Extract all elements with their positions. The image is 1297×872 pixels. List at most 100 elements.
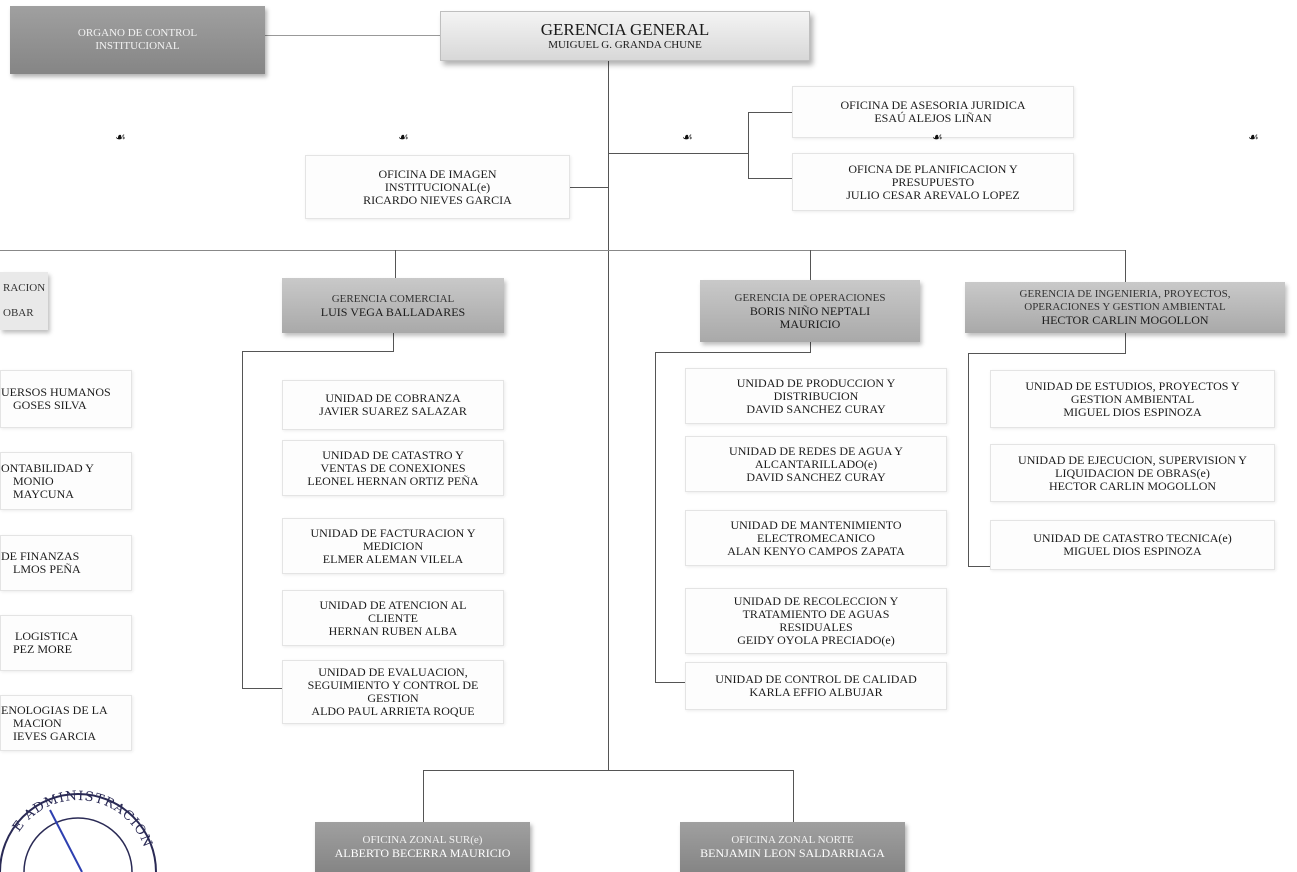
connector-line	[968, 353, 1126, 354]
box-title: GERENCIA GENERAL	[540, 20, 710, 39]
operaciones-unit: UNIDAD DE PRODUCCION Y DISTRIBUCION DAVI…	[685, 368, 947, 424]
imagen-institucional-box: OFICINA DE IMAGEN INSTITUCIONAL(e) RICAR…	[305, 155, 570, 219]
connector-line	[608, 153, 748, 154]
gerencia-operaciones-head: GERENCIA DE OPERACIONES BORIS NIÑO NEPTA…	[700, 280, 920, 342]
box-line: UNIDAD DE CATASTRO Y	[322, 447, 464, 462]
box-line: UNIDAD DE ESTUDIOS, PROYECTOS Y	[1025, 378, 1240, 393]
connector-line	[655, 352, 811, 353]
connector-line	[655, 682, 685, 683]
connector-line	[655, 352, 656, 682]
ink-mark-icon: ☙	[398, 130, 409, 144]
box-line: GEIDY OYOLA PRECIADO(e)	[737, 633, 895, 647]
box-line: UNIDAD DE COBRANZA	[325, 391, 461, 405]
gerencia-ingenieria-head: GERENCIA DE INGENIERIA, PROYECTOS, OPERA…	[965, 282, 1285, 333]
box-title: OFICINA ZONAL SUR(e)	[362, 834, 483, 846]
administracion-unit: DE FINANZAS LMOS PEÑA	[0, 535, 132, 591]
connector-line	[748, 112, 792, 113]
box-line: DE FINANZAS	[1, 549, 80, 563]
connector-line	[423, 770, 794, 771]
box-line: OBAR	[3, 307, 34, 319]
connector-line	[265, 35, 440, 36]
box-line: ALCANTARILLADO(e)	[754, 456, 878, 471]
comercial-unit: UNIDAD DE COBRANZA JAVIER SUAREZ SALAZAR	[282, 380, 504, 430]
comercial-unit: UNIDAD DE CATASTRO Y VENTAS DE CONEXIONE…	[282, 440, 504, 496]
box-line: INSTITUCIONAL(e)	[384, 179, 491, 194]
box-title: GERENCIA DE OPERACIONES	[734, 291, 886, 304]
connector-line	[793, 770, 794, 822]
box-line: UNIDAD DE CONTROL DE CALIDAD	[715, 672, 917, 686]
asesoria-juridica-box: OFICINA DE ASESORIA JURIDICA ESAÚ ALEJOS…	[792, 86, 1074, 138]
box-line: LMOS PEÑA	[13, 562, 81, 576]
box-line: JAVIER SUAREZ SALAZAR	[319, 404, 467, 418]
ingenieria-unit: UNIDAD DE EJECUCION, SUPERVISION Y LIQUI…	[990, 444, 1275, 502]
box-name: HECTOR CARLIN MOGOLLON	[1041, 313, 1209, 327]
connector-line	[393, 333, 394, 351]
box-line: INSTITUCIONAL	[95, 40, 180, 52]
connector-line	[748, 178, 792, 179]
box-line: RESIDUALES	[779, 620, 853, 634]
connector-line	[748, 112, 749, 178]
box-line: OFICINA DE IMAGEN	[378, 166, 497, 181]
box-line: MONIO	[13, 473, 54, 488]
box-name: MUIGUEL G. GRANDA CHUNE	[548, 39, 702, 51]
box-line: ORGANO DE CONTROL	[77, 27, 198, 39]
organo-control-box: ORGANO DE CONTROL INSTITUCIONAL	[10, 6, 265, 74]
connector-line	[1125, 333, 1126, 353]
administracion-unit: UERSOS HUMANOS GOSES SILVA	[0, 370, 132, 428]
administracion-unit: ENOLOGIAS DE LA MACION IEVES GARCIA	[0, 695, 132, 751]
box-line: LEONEL HERNAN ORTIZ PEÑA	[307, 473, 479, 488]
box-line: UNIDAD DE CATASTRO TECNICA(e)	[1033, 531, 1232, 545]
box-line: RICARDO NIEVES GARCIA	[363, 192, 512, 207]
box-line: UNIDAD DE FACTURACION Y	[310, 525, 476, 540]
box-line: MEDICION	[363, 538, 423, 553]
planificacion-box: OFICNA DE PLANIFICACION Y PRESUPUESTO JU…	[792, 153, 1074, 211]
stamp-text: E ADMINISTRACION	[10, 790, 154, 850]
box-line: GESTION AMBIENTAL	[1070, 391, 1195, 406]
gerencia-general-box: GERENCIA GENERAL MUIGUEL G. GRANDA CHUNE	[440, 11, 810, 61]
ingenieria-unit: UNIDAD DE ESTUDIOS, PROYECTOS Y GESTION …	[990, 370, 1275, 428]
box-line: HERNAN RUBEN ALBA	[328, 623, 458, 638]
box-line: IEVES GARCIA	[13, 728, 96, 743]
box-line: GESTION	[367, 691, 419, 705]
connector-line	[570, 187, 608, 188]
box-name: MAURICIO	[779, 316, 841, 331]
connector-line	[1125, 250, 1126, 282]
connector-line	[810, 250, 811, 280]
box-line: UNIDAD DE ATENCION AL	[319, 597, 467, 612]
box-line: ENOLOGIAS DE LA	[1, 702, 108, 717]
operaciones-unit: UNIDAD DE REDES DE AGUA Y ALCANTARILLADO…	[685, 436, 947, 492]
box-line: OFICINA DE ASESORIA JURIDICA	[840, 98, 1026, 112]
box-line: TRATAMIENTO DE AGUAS	[742, 607, 890, 621]
connector-line	[242, 351, 394, 352]
box-name: LUIS VEGA BALLADARES	[320, 304, 466, 319]
comercial-unit: UNIDAD DE EVALUACION, SEGUIMIENTO Y CONT…	[282, 660, 504, 724]
box-line: PEZ MORE	[13, 642, 73, 656]
box-line: DAVID SANCHEZ CURAY	[746, 469, 886, 484]
box-line: ONTABILIDAD Y	[1, 460, 94, 475]
connector-line	[968, 353, 969, 566]
box-line: ALDO PAUL ARRIETA ROQUE	[311, 704, 475, 718]
ink-mark-icon: ☙	[115, 130, 126, 144]
administracion-unit: LOGISTICA PEZ MORE	[0, 615, 132, 671]
box-line: UNIDAD DE EJECUCION, SUPERVISION Y	[1018, 452, 1247, 467]
box-line: CLIENTE	[368, 610, 418, 625]
box-line: SEGUIMIENTO Y CONTROL DE	[307, 678, 479, 692]
connector-line	[242, 688, 282, 689]
box-line: VENTAS DE CONEXIONES	[320, 460, 466, 475]
box-title: OFICINA ZONAL NORTE	[731, 834, 854, 846]
oficina-zonal-norte-box: OFICINA ZONAL NORTE BENJAMIN LEON SALDAR…	[680, 822, 905, 872]
box-line: UNIDAD DE EVALUACION,	[318, 665, 468, 679]
box-title: GERENCIA COMERCIAL	[331, 292, 455, 305]
connector-line	[423, 770, 424, 822]
box-title: GERENCIA DE INGENIERIA, PROYECTOS,	[1019, 288, 1231, 300]
box-line: ALAN KENYO CAMPOS ZAPATA	[727, 543, 905, 558]
operaciones-unit: UNIDAD DE CONTROL DE CALIDAD KARLA EFFIO…	[685, 662, 947, 710]
operaciones-unit: UNIDAD DE MANTENIMIENTO ELECTROMECANICO …	[685, 510, 947, 566]
box-line: LOGISTICA	[15, 629, 79, 643]
box-name: ALBERTO BECERRA MAURICIO	[334, 846, 511, 860]
ingenieria-unit: UNIDAD DE CATASTRO TECNICA(e) MIGUEL DIO…	[990, 520, 1275, 570]
ink-mark-icon: ☙	[932, 130, 943, 144]
administracion-unit: ONTABILIDAD Y MONIO MAYCUNA	[0, 452, 132, 510]
connector-line	[968, 566, 990, 567]
box-line: RACION	[3, 282, 46, 294]
